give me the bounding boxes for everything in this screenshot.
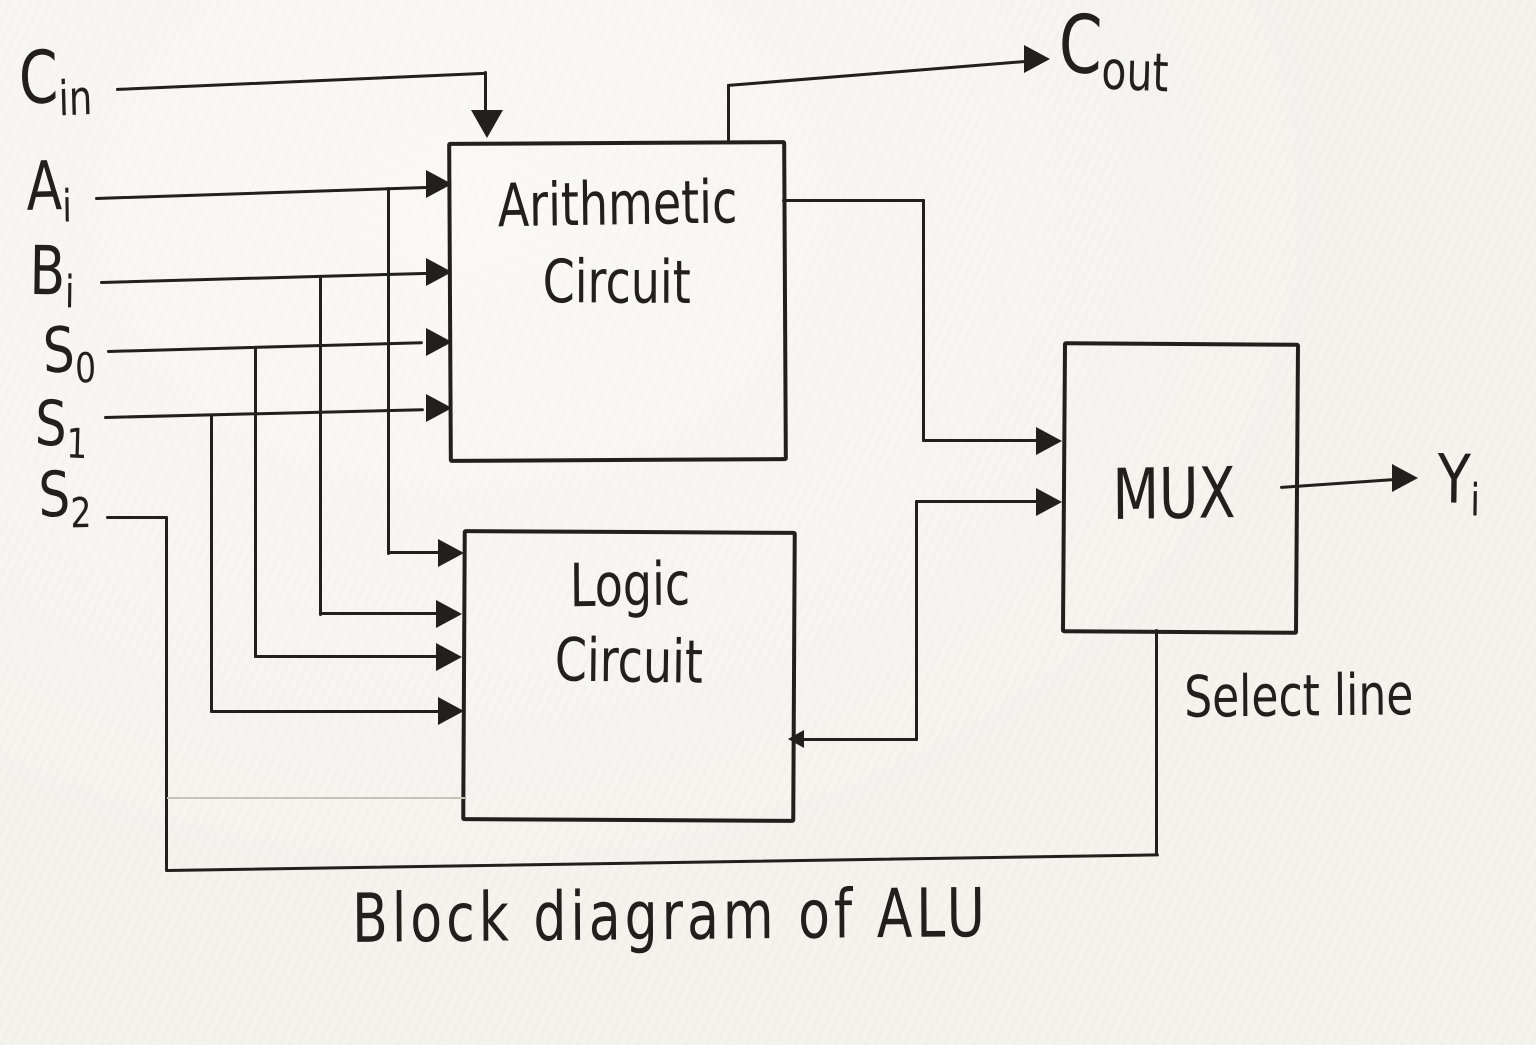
wire-s1-horizontal [103, 408, 424, 419]
wire-select-vertical [1155, 629, 1158, 856]
input-label-s1: S1 [34, 387, 89, 469]
bi-arrowhead-icon [426, 258, 452, 286]
wire-s2-vertical [165, 516, 168, 872]
mux-input2-arrowhead-icon [1036, 488, 1062, 516]
wire-select-bottom [165, 853, 1159, 872]
input-label-cin: Cin [17, 35, 94, 128]
wire-s0-branch-horizontal [254, 655, 438, 658]
wire-s2-faint-branch [167, 797, 465, 799]
input-label-s2: S2 [37, 458, 92, 538]
yi-arrowhead-icon [1392, 464, 1418, 492]
mux-block: MUX [1060, 341, 1301, 635]
cout-arrowhead-icon [1024, 45, 1050, 73]
logic-output-arrowhead-icon [788, 730, 804, 748]
wire-ai-branch-vertical [387, 187, 390, 555]
logic-input4-arrowhead-icon [438, 697, 464, 725]
logic-circuit-label-line2: Circuit [554, 624, 704, 698]
wire-cout-vertical [727, 84, 730, 144]
wire-s1-branch-vertical [210, 414, 213, 713]
wire-arith-out-vertical [922, 199, 925, 442]
wire-cout-horizontal [726, 59, 1029, 87]
arithmetic-circuit-label-line1: Arithmetic [496, 166, 738, 241]
wire-ai-horizontal [94, 185, 428, 200]
wire-logic-out-vertical [915, 500, 918, 741]
wire-mux-input1-horizontal [922, 439, 1038, 442]
output-label-yi: Yi [1436, 439, 1481, 527]
wire-s1-branch-horizontal [210, 710, 440, 713]
logic-circuit-block: Logic Circuit [461, 529, 797, 823]
mux-input1-arrowhead-icon [1036, 427, 1062, 455]
input-label-s0: S0 [41, 313, 97, 393]
select-line-label: Select line [1183, 662, 1414, 732]
wire-bi-branch-horizontal [319, 612, 438, 615]
wire-logic-out-horizontal [800, 738, 918, 741]
s0-arrowhead-icon [426, 328, 452, 356]
input-label-bi: Bi [29, 232, 75, 320]
wire-mux-input2-horizontal [915, 500, 1038, 503]
logic-input2-arrowhead-icon [436, 600, 462, 628]
wire-cin-drop [484, 71, 487, 115]
arithmetic-circuit-label-line2: Circuit [543, 246, 692, 318]
logic-circuit-label-line1: Logic [569, 548, 691, 621]
output-label-cout: Cout [1057, 0, 1170, 105]
arithmetic-circuit-block: Arithmetic Circuit [447, 140, 788, 463]
cin-arrowhead-icon [471, 110, 503, 138]
mux-label: MUX [1112, 452, 1236, 536]
wire-cin-horizontal [115, 71, 486, 91]
input-label-ai: Ai [25, 147, 73, 234]
wire-ai-branch-horizontal [387, 551, 440, 554]
wire-s0-horizontal [106, 341, 423, 353]
wire-bi-horizontal [99, 271, 430, 284]
wire-s0-branch-vertical [254, 348, 257, 658]
wire-bi-branch-vertical [319, 276, 322, 616]
wire-arith-out-horizontal [782, 199, 925, 202]
logic-input3-arrowhead-icon [436, 643, 462, 671]
ai-arrowhead-icon [426, 170, 452, 198]
logic-input1-arrowhead-icon [438, 539, 464, 567]
wire-s2-stub [106, 516, 168, 519]
s1-arrowhead-icon [426, 394, 452, 422]
diagram-caption: Block diagram of ALU [351, 875, 989, 959]
